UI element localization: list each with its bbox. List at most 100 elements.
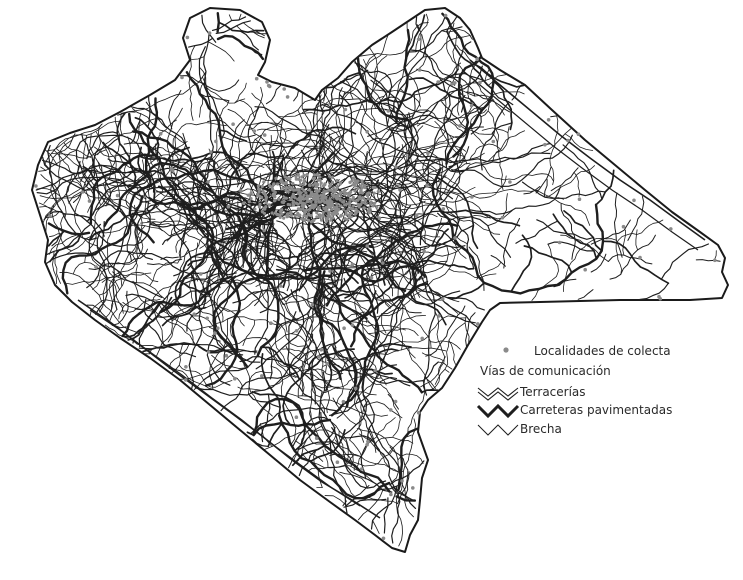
collection-site-dot <box>158 132 163 136</box>
collection-site-dot <box>309 214 313 218</box>
double-zigzag-icon <box>477 387 519 397</box>
collection-site-dot <box>284 181 288 185</box>
collection-site-dot <box>285 176 289 180</box>
road-segment <box>228 14 233 21</box>
collection-site-dot <box>360 186 364 190</box>
road-segment <box>491 122 513 134</box>
road-segment <box>467 75 482 112</box>
road-segment <box>270 365 297 445</box>
collection-site-dot <box>315 190 319 194</box>
road-segment <box>118 295 139 320</box>
road-segment <box>201 236 219 298</box>
collection-site-dot <box>247 193 251 197</box>
road-segment <box>367 122 413 137</box>
collection-site-dot <box>303 209 307 213</box>
road-segment <box>229 119 245 158</box>
collection-site-dot <box>293 196 297 200</box>
collection-site-dot <box>302 218 306 223</box>
collection-site-dot <box>316 195 320 199</box>
collection-site-dot <box>313 181 318 185</box>
collection-site-dot <box>329 218 333 222</box>
road-segment <box>176 303 233 351</box>
road-segment <box>188 275 236 390</box>
collection-site-dot <box>239 189 243 193</box>
collection-site-dot <box>343 203 347 207</box>
collection-site-dot <box>294 177 298 181</box>
collection-site-dot <box>335 205 339 209</box>
collection-site-dot <box>298 201 303 205</box>
road-segment <box>220 195 262 252</box>
road-segment <box>68 177 110 204</box>
collection-site-dot <box>347 193 351 198</box>
road-segment <box>88 223 163 299</box>
collection-site-dot <box>335 460 340 465</box>
road-segment <box>137 146 149 176</box>
road-segment <box>333 102 345 153</box>
road-segment <box>211 246 333 280</box>
road-segment <box>360 57 388 173</box>
collection-sites <box>34 13 717 541</box>
road-segment <box>408 259 475 270</box>
collection-site-dot <box>261 189 265 193</box>
collection-site-dot <box>323 200 327 204</box>
collection-site-dot <box>312 218 316 222</box>
collection-site-dot <box>363 199 367 203</box>
collection-site-dot <box>273 198 277 202</box>
road-segment <box>338 430 355 471</box>
collection-site-dot <box>213 331 217 336</box>
road-segment <box>321 374 382 394</box>
road-segment <box>123 136 131 186</box>
road-segment <box>405 94 419 155</box>
collection-site-dot <box>354 207 358 211</box>
collection-site-dot <box>359 467 364 471</box>
collection-site-dot <box>621 224 626 229</box>
road-segment <box>382 261 394 286</box>
road-segment <box>40 166 47 171</box>
road-segment <box>322 132 391 172</box>
legend-paved-road-label: Carreteras pavimentadas <box>520 403 672 417</box>
road-segment <box>554 198 591 226</box>
road-segment <box>103 161 211 228</box>
road-segment <box>317 283 325 312</box>
road-segment <box>86 304 127 329</box>
road-segment <box>397 453 424 464</box>
road-segment <box>371 95 385 121</box>
collection-site-dot <box>262 228 266 233</box>
collection-site-dot <box>389 408 393 412</box>
road-segment <box>169 132 187 170</box>
road-segment <box>401 181 429 198</box>
collection-site-dot <box>353 189 357 193</box>
road-segment <box>393 125 424 185</box>
road-segment <box>337 350 363 414</box>
road-segment <box>422 130 470 182</box>
road-segment <box>217 221 277 232</box>
collection-site-dot <box>289 213 293 217</box>
road-segment <box>150 136 164 193</box>
road-segment <box>188 281 217 320</box>
collection-site-dot <box>48 214 52 218</box>
collection-site-dot <box>351 195 355 200</box>
road-segment <box>242 319 256 346</box>
road-segment <box>503 217 520 269</box>
road-segment <box>204 278 242 387</box>
collection-site-dot <box>359 203 363 207</box>
collection-site-dot <box>356 186 360 190</box>
dot-marker-icon <box>503 347 509 353</box>
road-segment <box>270 150 276 203</box>
collection-site-dot <box>296 187 300 191</box>
collection-site-dot <box>260 184 264 189</box>
road-segment <box>355 230 425 314</box>
road-segment <box>155 186 284 306</box>
road-segment <box>72 262 124 314</box>
road-segment <box>241 143 299 161</box>
road-segment <box>488 110 499 147</box>
collection-site-dot <box>260 374 264 378</box>
road-segment <box>207 293 217 329</box>
road-segment <box>229 311 241 350</box>
collection-site-dot <box>566 138 570 143</box>
collection-site-dot <box>298 207 302 212</box>
road-segment <box>150 276 210 307</box>
road-segment <box>465 98 472 115</box>
road-segment <box>367 496 398 505</box>
road-segment <box>199 93 230 102</box>
